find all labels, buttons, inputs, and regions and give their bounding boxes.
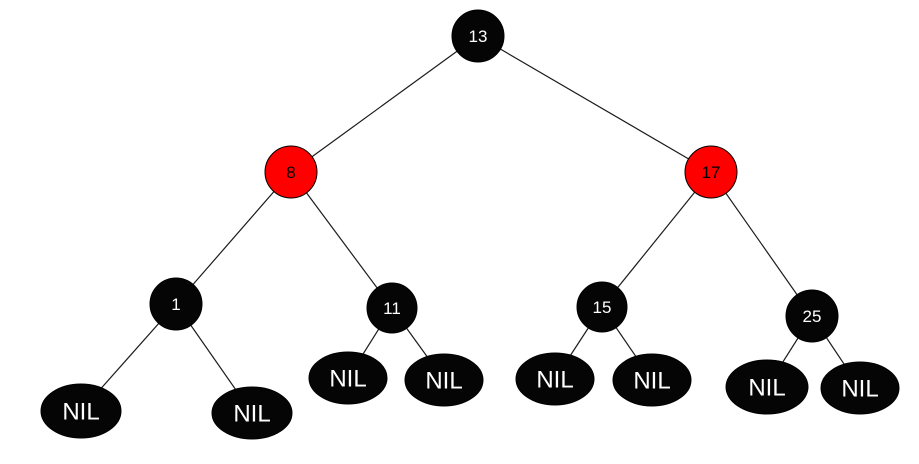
black-node-shape (451, 9, 505, 63)
tree-node-13: 13 (451, 9, 505, 63)
red-node-shape (684, 145, 738, 199)
black-node-shape (149, 277, 203, 331)
node-label: NIL (425, 367, 462, 394)
tree-node-25: 25 (785, 289, 839, 343)
tree-node-11: 11 (366, 282, 418, 334)
tree-edge-8-11 (290, 171, 393, 309)
tree-node-1: 1 (149, 277, 203, 331)
node-label: 11 (383, 299, 401, 318)
black-node-shape (40, 383, 122, 439)
nil-leaf-node: NIL (40, 383, 122, 439)
black-node-shape (404, 353, 484, 407)
node-label: NIL (536, 366, 573, 393)
tree-edge-8-1 (175, 171, 292, 305)
node-label: 13 (469, 27, 488, 46)
tree-node-17: 17 (684, 145, 738, 199)
node-label: NIL (633, 367, 670, 394)
nil-leaf-node: NIL (404, 353, 484, 407)
black-node-shape (515, 352, 595, 406)
node-label: 15 (593, 298, 612, 317)
node-label: 1 (171, 295, 180, 314)
black-node-shape (612, 353, 692, 407)
black-node-shape (576, 281, 628, 333)
node-label: 25 (803, 307, 822, 326)
nil-leaf-node: NIL (820, 361, 900, 415)
black-node-shape (366, 282, 418, 334)
nil-leaf-node: NIL (515, 352, 595, 406)
node-label: NIL (233, 400, 270, 427)
node-label: 8 (286, 163, 295, 182)
black-node-shape (820, 361, 900, 415)
nil-leaf-node: NIL (612, 353, 692, 407)
node-label: 17 (702, 163, 721, 182)
tree-edge-17-25 (710, 171, 813, 317)
tree-node-15: 15 (576, 281, 628, 333)
red-node-shape (264, 145, 318, 199)
black-node-shape (308, 351, 388, 405)
nil-leaf-node: NIL (211, 386, 293, 440)
tree-edge-17-15 (601, 171, 712, 308)
node-label: NIL (748, 374, 785, 401)
black-node-shape (211, 386, 293, 440)
node-label: NIL (62, 398, 99, 425)
black-node-shape (785, 289, 839, 343)
node-label: NIL (329, 365, 366, 392)
black-node-shape (725, 359, 809, 415)
tree-edge-13-8 (290, 35, 479, 173)
tree-node-8: 8 (264, 145, 318, 199)
tree-edges-layer (80, 35, 861, 414)
nil-leaf-node: NIL (725, 359, 809, 415)
nil-leaf-node: NIL (308, 351, 388, 405)
node-label: NIL (841, 375, 878, 402)
tree-edge-13-17 (477, 35, 712, 173)
